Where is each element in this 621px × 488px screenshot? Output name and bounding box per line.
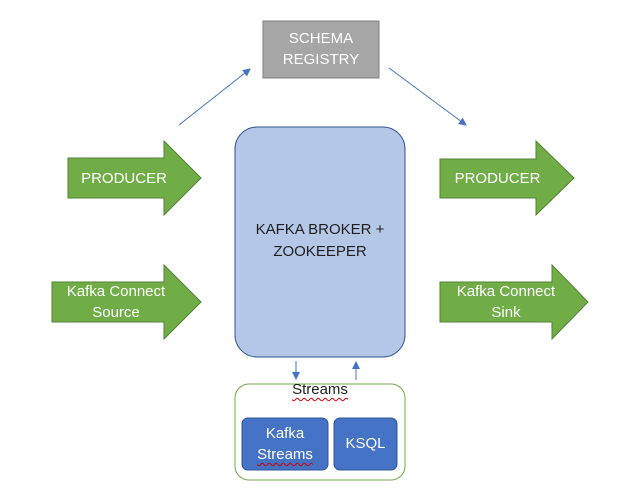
producer-right-arrow — [439, 139, 575, 217]
kafka-streams-line2: Streams — [257, 446, 313, 463]
broker-label: KAFKA BROKER + ZOOKEEPER — [235, 219, 405, 263]
broker-line1: KAFKA BROKER + — [255, 221, 385, 238]
schema-registry-line1: SCHEMA — [288, 30, 354, 47]
connect-sink-line1: Kafka Connect — [456, 283, 556, 300]
broker-line2: ZOOKEEPER — [273, 243, 367, 260]
ksql-box — [333, 417, 398, 471]
schema-registry-line2: REGISTRY — [282, 51, 360, 68]
connect-source-line1: Kafka Connect — [66, 283, 166, 300]
ksql-label: KSQL — [345, 435, 386, 452]
kafka-streams-box — [241, 417, 329, 471]
schema-registry-label: SCHEMA REGISTRY — [263, 28, 379, 70]
kafka-broker-box — [234, 126, 406, 358]
producer-to-registry-connector — [178, 68, 251, 126]
producer-left-arrow — [67, 139, 202, 217]
kafka-streams-line1: Kafka — [265, 425, 305, 442]
connect-sink-line2: Sink — [491, 304, 521, 321]
streams-title: Streams — [235, 379, 405, 400]
connect-source-label: Kafka Connect Source — [52, 281, 180, 323]
producer-right-label: PRODUCER — [454, 170, 541, 187]
producer-left-label: PRODUCER — [81, 170, 167, 187]
registry-to-consumer-connector — [388, 67, 467, 126]
connect-sink-label: Kafka Connect Sink — [440, 281, 572, 323]
streams-title-text: Streams — [292, 381, 348, 398]
kafka-streams-label: Kafka Streams — [242, 423, 328, 465]
connect-source-line2: Source — [92, 304, 140, 321]
connect-sink-arrow — [439, 263, 589, 341]
schema-registry-box — [262, 20, 380, 79]
connect-source-arrow — [51, 263, 202, 341]
